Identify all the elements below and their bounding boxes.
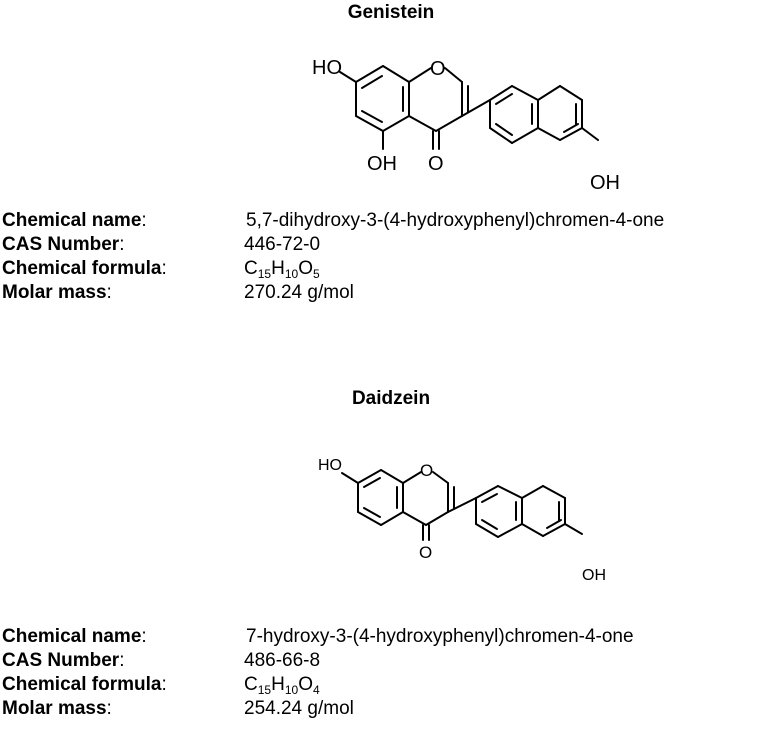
- genistein-molar-mass: 270.24 g/mol: [244, 282, 354, 303]
- chemical-formula-label: Chemical formula: [2, 258, 162, 279]
- genistein-structure: HO O OH O OH: [0, 0, 782, 200]
- daidzein-formula: C15H10O4: [244, 674, 320, 697]
- genistein-oh-5: OH: [367, 153, 397, 175]
- chemical-formula-label: Chemical formula: [2, 674, 162, 695]
- daidzein-cas-number: 486-66-8: [244, 650, 321, 671]
- daidzein-ring-oxygen: O: [420, 461, 433, 480]
- genistein-ring-oxygen: O: [430, 58, 446, 80]
- chemical-name-label: Chemical name: [2, 210, 142, 231]
- genistein-formula: C15H10O5: [244, 258, 320, 281]
- genistein-title: Genistein: [347, 2, 435, 23]
- cas-number-label: CAS Number: [2, 650, 120, 671]
- genistein-ho-7: HO: [312, 57, 342, 79]
- cas-number-label: CAS Number: [2, 234, 120, 255]
- daidzein-title: Daidzein: [351, 388, 431, 409]
- molar-mass-label: Molar mass: [2, 282, 107, 303]
- daidzein-structure: HO O O OH: [0, 430, 782, 590]
- molar-mass-label: Molar mass: [2, 698, 107, 719]
- daidzein-chemical-name: 7-hydroxy-3-(4-hydroxyphenyl)chromen-4-o…: [246, 626, 634, 647]
- daidzein-ho-7: HO: [318, 457, 342, 474]
- genistein-cas-number: 446-72-0: [244, 234, 321, 255]
- daidzein-molar-mass: 254.24 g/mol: [244, 698, 354, 719]
- genistein-chemical-name: 5,7-dihydroxy-3-(4-hydroxyphenyl)chromen…: [246, 210, 665, 231]
- genistein-carbonyl-oxygen: O: [428, 153, 444, 175]
- daidzein-carbonyl-oxygen: O: [419, 543, 432, 562]
- daidzein-oh-4prime: OH: [582, 567, 606, 584]
- chemical-name-label: Chemical name: [2, 626, 142, 647]
- genistein-oh-4prime: OH: [590, 172, 620, 194]
